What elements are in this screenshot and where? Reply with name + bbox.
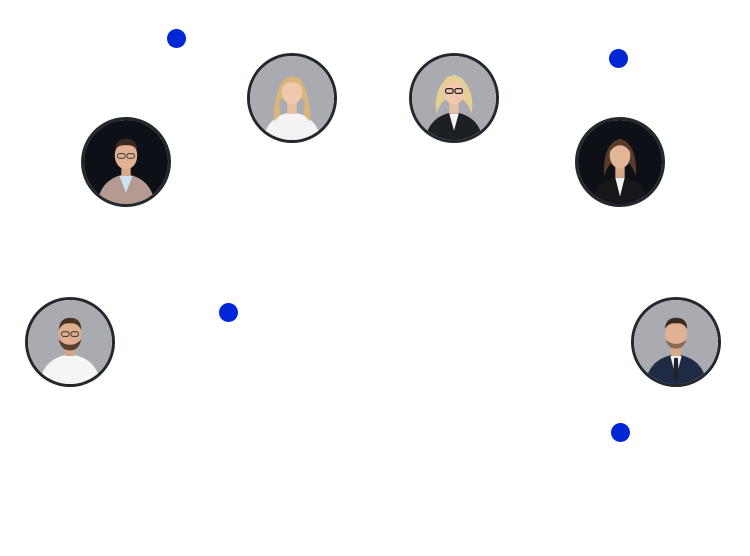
accent-dot <box>609 49 628 68</box>
avatar-woman-black-suit[interactable] <box>575 117 665 207</box>
person-photo-icon <box>634 300 718 384</box>
person-photo-icon <box>250 56 334 140</box>
avatar-man-blazer[interactable] <box>81 117 171 207</box>
avatar-woman-blonde-white[interactable] <box>247 53 337 143</box>
accent-dot <box>611 423 630 442</box>
avatar-woman-glasses-black[interactable] <box>409 53 499 143</box>
person-photo-icon <box>84 120 168 204</box>
person-photo-icon <box>28 300 112 384</box>
person-photo-icon <box>578 120 662 204</box>
person-photo-icon <box>412 56 496 140</box>
avatar-man-navy-suit[interactable] <box>631 297 721 387</box>
avatar-man-white-shirt[interactable] <box>25 297 115 387</box>
accent-dot <box>219 303 238 322</box>
accent-dot <box>167 29 186 48</box>
